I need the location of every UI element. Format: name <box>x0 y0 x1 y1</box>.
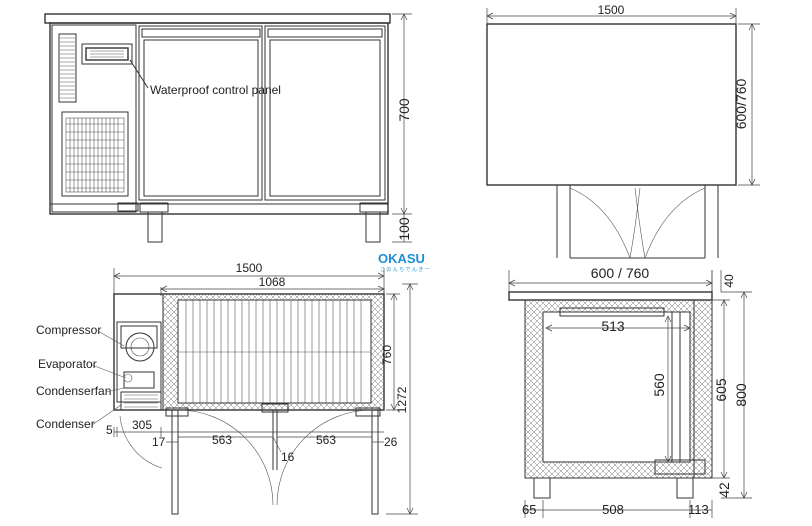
door-right <box>264 25 386 201</box>
label-condenser: Condenser <box>36 417 95 431</box>
handle-right <box>267 28 383 38</box>
leg-back-side <box>676 477 694 499</box>
condenser-unit <box>120 391 162 411</box>
callout-control-panel: Waterproof control panel <box>150 83 281 97</box>
dim-total-1272: 1272 <box>395 386 409 413</box>
door-swings <box>119 403 381 515</box>
leg-front-side <box>533 477 551 499</box>
vent-grille-bottom <box>61 111 129 197</box>
top-body <box>486 23 737 186</box>
dim-depth-600-760: 600/760 <box>733 78 749 129</box>
shelf-rail <box>559 307 665 317</box>
dim-top-40: 40 <box>722 274 736 288</box>
dim-width-1500-top: 1500 <box>598 3 625 17</box>
leg-left <box>147 211 163 243</box>
dim-bottom-508: 508 <box>602 502 624 517</box>
cabinet-body <box>49 22 389 215</box>
dim-bottom-65: 65 <box>522 502 536 517</box>
dim-left-305: 305 <box>132 418 152 432</box>
dim-gap-17: 17 <box>152 435 166 449</box>
front-view: Waterproof control panel 700 100 <box>44 13 412 243</box>
door-side <box>693 299 713 479</box>
dim-depth-760: 760 <box>380 345 394 365</box>
dim-gap-16: 16 <box>281 450 295 464</box>
door-left <box>138 25 263 201</box>
dim-door-563-left: 563 <box>212 433 232 447</box>
compressor-unit <box>125 332 155 362</box>
vent-grille-top <box>58 33 77 103</box>
dim-legs-100: 100 <box>396 217 412 241</box>
label-compressor: Compressor <box>36 323 101 337</box>
dim-inner-560: 560 <box>651 373 667 397</box>
dim-gap-26: 26 <box>384 435 398 449</box>
countertop <box>44 13 391 24</box>
shelf-grid <box>178 300 371 403</box>
plan-view: 1500 1068 Compressor Evaporator Condense… <box>36 261 418 515</box>
logo-tagline: こ の ん ち で ん き ー <box>380 266 430 273</box>
logo-text: OKASU <box>378 251 425 266</box>
compressor-panel <box>51 24 137 213</box>
compressor-area <box>116 321 162 411</box>
dim-door-605: 605 <box>713 378 729 402</box>
dim-inner-1068: 1068 <box>259 275 286 289</box>
dim-width-1500-plan: 1500 <box>236 261 263 275</box>
dim-leg-42: 42 <box>716 482 732 498</box>
dim-top-600-760: 600 / 760 <box>591 265 650 281</box>
top-right-view: 1500 600/760 <box>486 3 760 259</box>
dim-shelf-513: 513 <box>601 318 625 334</box>
dim-total-800: 800 <box>733 383 749 407</box>
evaporator-unit <box>123 371 155 389</box>
dim-door-563-right: 563 <box>316 433 336 447</box>
dim-left-5: 5 <box>106 423 113 437</box>
inner-compartment <box>542 311 691 463</box>
control-panel <box>81 43 133 65</box>
label-evaporator: Evaporator <box>38 357 97 371</box>
dim-height-700: 700 <box>396 98 412 122</box>
label-condenserfan: Condenserfan <box>36 384 111 398</box>
brand-logo: OKASU こ の ん ち で ん き ー <box>378 251 430 273</box>
leg-right <box>365 211 381 243</box>
side-section-view: 600 / 760 40 513 560 605 800 42 65 508 1… <box>508 265 752 518</box>
handle-left <box>141 28 261 38</box>
dim-bottom-113: 113 <box>688 502 709 517</box>
